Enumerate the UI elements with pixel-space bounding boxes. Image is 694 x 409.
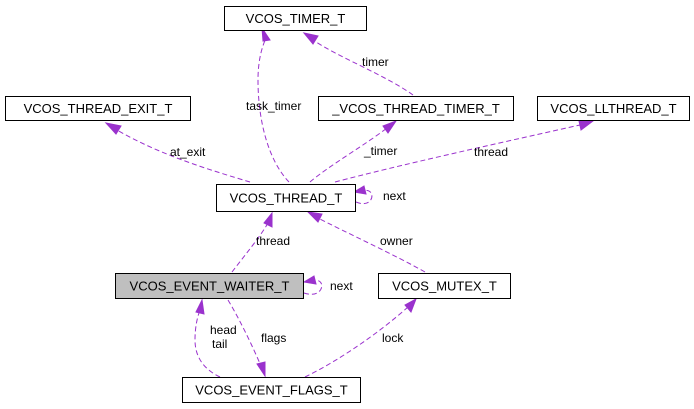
node-vcos-event-waiter-t[interactable]: VCOS_EVENT_WAITER_T [115, 273, 304, 299]
edge-waiter-thread [231, 211, 273, 273]
edge-at-exit [104, 122, 251, 183]
edge-flags [227, 299, 266, 378]
edge-label-waiter-thread: thread [256, 234, 290, 248]
node-label-vcos-timer-t: VCOS_TIMER_T [246, 11, 346, 26]
node-label-vcos-thread-exit-t: VCOS_THREAD_EXIT_T [24, 101, 173, 116]
node-label-vcos-event-flags-t: VCOS_EVENT_FLAGS_T [195, 383, 347, 398]
edge-thread-next [352, 185, 373, 205]
edge-timer [302, 32, 414, 96]
edge-label-at-exit: at_exit [170, 145, 206, 159]
node-vcos-thread-timer-t[interactable]: _VCOS_THREAD_TIMER_T [318, 96, 514, 121]
edge-label-thread-llthread: thread [474, 145, 508, 159]
node-vcos-mutex-t[interactable]: VCOS_MUTEX_T [378, 273, 511, 299]
node-label-vcos-thread-t: VCOS_THREAD_T [230, 191, 343, 206]
edge-task-timer [257, 26, 290, 183]
node-vcos-thread-exit-t[interactable]: VCOS_THREAD_EXIT_T [5, 96, 191, 121]
edge-waiter-next [302, 275, 323, 295]
edge-label-tail: tail [212, 337, 227, 351]
edge-label-flags: flags [261, 331, 286, 345]
edge-label-timer: timer [362, 55, 389, 69]
node-vcos-timer-t[interactable]: VCOS_TIMER_T [224, 6, 367, 31]
edge-label-task-timer: task_timer [246, 99, 301, 113]
edge-lock [304, 297, 417, 378]
edge-label-owner: owner [380, 234, 413, 248]
edge-underscore-timer [309, 119, 398, 183]
node-vcos-llthread-t[interactable]: VCOS_LLTHREAD_T [537, 96, 690, 121]
node-label-vcos-llthread-t: VCOS_LLTHREAD_T [550, 101, 676, 116]
node-label-vcos-mutex-t: VCOS_MUTEX_T [392, 279, 497, 294]
edge-label-waiter-next: next [330, 279, 353, 293]
edge-label-underscore-timer: _timer [363, 144, 397, 158]
node-vcos-event-flags-t[interactable]: VCOS_EVENT_FLAGS_T [182, 377, 361, 403]
edge-head-tail [194, 298, 221, 378]
node-label-vcos-thread-timer-t: _VCOS_THREAD_TIMER_T [331, 101, 500, 116]
edge-owner [306, 211, 426, 273]
node-vcos-thread-t[interactable]: VCOS_THREAD_T [216, 184, 356, 212]
node-label-vcos-event-waiter-t: VCOS_EVENT_WAITER_T [130, 279, 290, 294]
edge-label-lock: lock [382, 331, 404, 345]
edge-label-head: head [210, 323, 237, 337]
edge-label-thread-next: next [383, 189, 406, 203]
